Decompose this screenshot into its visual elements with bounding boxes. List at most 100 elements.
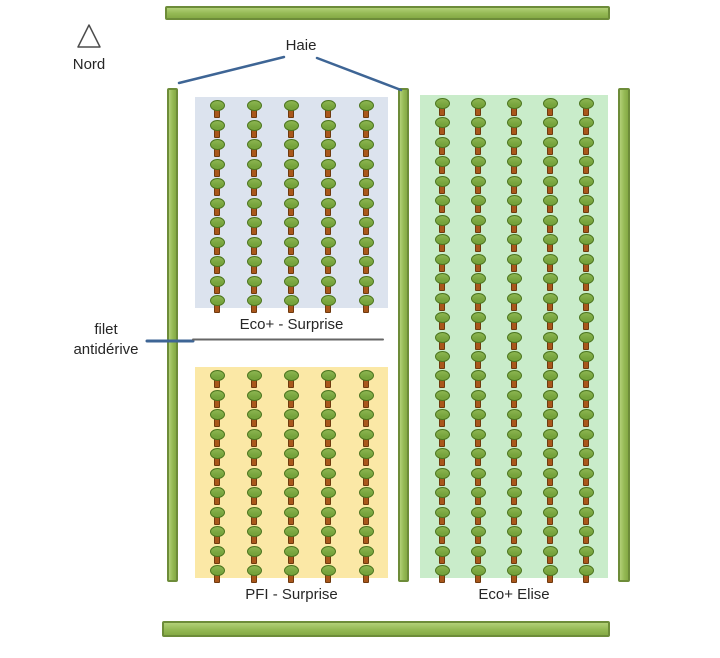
tree-crown bbox=[321, 370, 337, 381]
tree-crown bbox=[209, 178, 225, 189]
tree-crown bbox=[506, 487, 522, 499]
tree-icon bbox=[321, 487, 337, 506]
tree-icon bbox=[542, 467, 558, 487]
tree-crown bbox=[470, 253, 486, 265]
tree-crown bbox=[434, 350, 450, 362]
tree-crown bbox=[434, 545, 450, 557]
tree-icon bbox=[284, 275, 299, 295]
tree-crown bbox=[578, 545, 594, 557]
tree-icon bbox=[209, 217, 225, 236]
tree-icon bbox=[470, 487, 486, 506]
tree-icon bbox=[246, 217, 262, 236]
tree-icon bbox=[578, 253, 594, 273]
tree-crown bbox=[246, 275, 262, 287]
tree-icon bbox=[578, 448, 594, 467]
tree-crown bbox=[284, 197, 299, 209]
tree-crown bbox=[284, 545, 299, 557]
tree-crown bbox=[246, 295, 262, 306]
tree-icon bbox=[321, 428, 337, 448]
tree-crown bbox=[358, 506, 374, 518]
hedge-left bbox=[167, 88, 178, 582]
tree-crown bbox=[246, 256, 262, 267]
tree-icon bbox=[321, 178, 337, 197]
tree-crown bbox=[506, 565, 522, 576]
tree-crown bbox=[434, 448, 450, 460]
tree-icon bbox=[284, 389, 299, 409]
tree-crown bbox=[321, 197, 337, 209]
tree-crown bbox=[358, 119, 374, 131]
tree-crown bbox=[578, 117, 594, 129]
tree-icon bbox=[209, 256, 225, 275]
tree-icon bbox=[321, 197, 337, 217]
filet-antiderive-label: filet antidérive bbox=[58, 320, 154, 360]
tree-icon bbox=[506, 370, 522, 389]
tree-crown bbox=[506, 117, 522, 129]
tree-icon bbox=[246, 158, 262, 178]
tree-crown bbox=[321, 236, 337, 248]
tree-icon bbox=[542, 312, 558, 331]
tree-crown bbox=[470, 175, 486, 187]
tree-icon bbox=[284, 545, 299, 565]
tree-icon bbox=[358, 389, 374, 409]
tree-icon bbox=[246, 119, 262, 139]
tree-crown bbox=[578, 526, 594, 538]
tree-icon bbox=[434, 175, 450, 195]
tree-icon bbox=[506, 214, 522, 234]
tree-crown bbox=[578, 175, 594, 187]
tree-icon bbox=[542, 156, 558, 175]
tree-icon bbox=[246, 487, 262, 506]
tree-icon bbox=[578, 506, 594, 526]
tree-icon bbox=[209, 448, 225, 467]
tree-crown bbox=[542, 234, 558, 246]
tree-crown bbox=[470, 409, 486, 421]
tree-crown bbox=[578, 292, 594, 304]
tree-crown bbox=[506, 370, 522, 382]
tree-crown bbox=[358, 178, 374, 189]
tree-crown bbox=[321, 100, 337, 111]
tree-icon bbox=[578, 331, 594, 351]
tree-icon bbox=[434, 156, 450, 175]
tree-crown bbox=[578, 331, 594, 343]
tree-crown bbox=[358, 100, 374, 111]
tree-icon bbox=[246, 409, 262, 428]
tree-crown bbox=[358, 467, 374, 479]
tree-crown bbox=[578, 98, 594, 109]
tree-crown bbox=[358, 545, 374, 557]
tree-icon bbox=[284, 370, 299, 389]
tree-crown bbox=[284, 370, 299, 381]
tree-crown bbox=[284, 428, 299, 440]
tree-icon bbox=[578, 98, 594, 117]
tree-icon bbox=[434, 526, 450, 545]
tree-icon bbox=[358, 565, 374, 584]
tree-icon bbox=[470, 234, 486, 253]
tree-icon bbox=[321, 370, 337, 389]
tree-crown bbox=[434, 136, 450, 148]
tree-crown bbox=[284, 236, 299, 248]
tree-crown bbox=[209, 389, 225, 401]
tree-icon bbox=[506, 253, 522, 273]
tree-icon bbox=[470, 175, 486, 195]
tree-crown bbox=[321, 217, 337, 228]
tree-crown bbox=[321, 275, 337, 287]
tree-icon bbox=[578, 370, 594, 389]
tree-icon bbox=[578, 234, 594, 253]
tree-crown bbox=[434, 292, 450, 304]
tree-icon bbox=[506, 175, 522, 195]
tree-icon bbox=[542, 292, 558, 312]
tree-crown bbox=[542, 565, 558, 576]
tree-icon bbox=[284, 487, 299, 506]
tree-crown bbox=[578, 312, 594, 324]
tree-crown bbox=[506, 234, 522, 246]
tree-icon bbox=[542, 428, 558, 448]
tree-icon bbox=[209, 526, 225, 545]
tree-icon bbox=[506, 195, 522, 214]
tree-crown bbox=[246, 428, 262, 440]
tree-crown bbox=[470, 156, 486, 168]
tree-crown bbox=[542, 487, 558, 499]
tree-icon bbox=[246, 256, 262, 275]
tree-crown bbox=[578, 136, 594, 148]
tree-crown bbox=[358, 256, 374, 267]
tree-icon bbox=[470, 448, 486, 467]
tree-crown bbox=[284, 256, 299, 267]
tree-icon bbox=[209, 487, 225, 506]
